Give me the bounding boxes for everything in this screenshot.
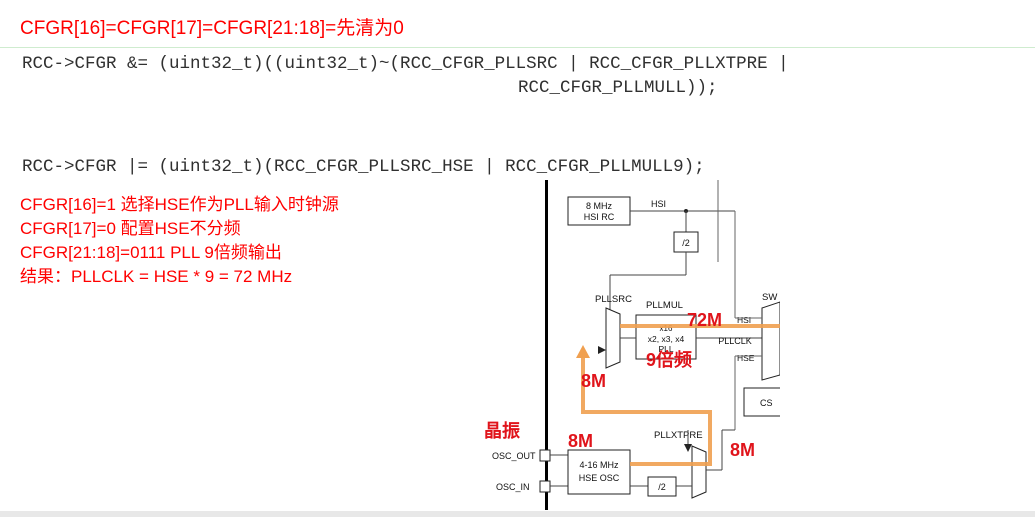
clock-tree-diagram: 8 MHz HSI RC HSI /2 PLLSRC PLLMUL x16 x2… xyxy=(484,180,780,510)
diagram-divider-bar xyxy=(545,180,548,510)
code-line-2: RCC_CFGR_PLLMULL)); xyxy=(518,78,718,98)
annotation-72m: 72M xyxy=(687,310,722,330)
explain-line-4: 结果：PLLCLK = HSE * 9 = 72 MHz xyxy=(20,267,293,286)
css-block xyxy=(743,387,780,417)
code-line-1: RCC->CFGR &= (uint32_t)((uint32_t)~(RCC_… xyxy=(22,54,789,74)
hsi-rc-label-2: HSI RC xyxy=(584,212,615,222)
annotation-8m-left: 8M xyxy=(581,371,606,391)
sw-mux xyxy=(761,301,780,381)
div2-bottom-label: /2 xyxy=(658,482,666,492)
annotation-9x: 9倍频 xyxy=(646,349,692,370)
heading: CFGR[16]=CFGR[17]=CFGR[21:18]=先清为0 xyxy=(20,18,404,39)
annotation-crystal: 晶振 xyxy=(484,420,520,441)
explain-line-2: CFGR[17]=0 配置HSE不分频 xyxy=(20,219,241,238)
hse-path-arrow xyxy=(581,355,712,466)
separator xyxy=(0,47,1035,48)
pllxtpre-mux xyxy=(691,445,707,499)
pll-label: PLL xyxy=(658,344,673,354)
pll-block xyxy=(635,314,697,360)
annotation-8m-mid: 8M xyxy=(568,431,593,451)
pllxtpre-arrow xyxy=(684,444,692,452)
pllsrc-label: PLLSRC xyxy=(595,294,632,305)
hse-osc-label-1: 4-16 MHz xyxy=(579,460,619,470)
pll-x16-label: x16 xyxy=(660,324,673,333)
pllxtpre-label: PLLXTPRE xyxy=(654,430,703,441)
hse-osc-label-2: HSE OSC xyxy=(579,473,620,483)
explain-line-1: CFGR[16]=1 选择HSE作为PLL输入时钟源 xyxy=(20,195,339,214)
code-line-3: RCC->CFGR |= (uint32_t)(RCC_CFGR_PLLSRC_… xyxy=(22,157,705,177)
pllclk-label: PLLCLK xyxy=(718,336,752,346)
hse-path-arrowhead xyxy=(576,345,590,358)
sw-hsi-label: HSI xyxy=(737,315,751,325)
osc-in-label: OSC_IN xyxy=(496,482,530,492)
osc-out-label: OSC_OUT xyxy=(492,451,536,461)
css-label: CS xyxy=(760,398,773,408)
sw-hse-label: HSE xyxy=(737,353,755,363)
osc-in-pin xyxy=(539,480,551,493)
osc-out-pin xyxy=(539,449,551,462)
annotation-8m-right: 8M xyxy=(730,440,755,460)
explanation-block: CFGR[16]=1 选择HSE作为PLL输入时钟源 CFGR[17]=0 配置… xyxy=(20,193,339,289)
pllsrc-arrow xyxy=(598,346,606,354)
sw-label: SW xyxy=(762,292,777,303)
bottom-scroll-edge xyxy=(0,511,1035,517)
explain-line-3: CFGR[21:18]=0111 PLL 9倍频输出 xyxy=(20,243,282,262)
pll-range-label: x2, x3, x4 xyxy=(648,334,685,344)
pllsrc-mux xyxy=(605,307,621,369)
div2-top-label: /2 xyxy=(682,238,690,248)
pllmul-label: PLLMUL xyxy=(646,300,683,311)
hse-osc-block xyxy=(567,449,631,495)
hsi-rc-label-1: 8 MHz xyxy=(586,201,613,211)
hsi-rc-block xyxy=(567,196,631,226)
hsi-label: HSI xyxy=(651,199,666,209)
